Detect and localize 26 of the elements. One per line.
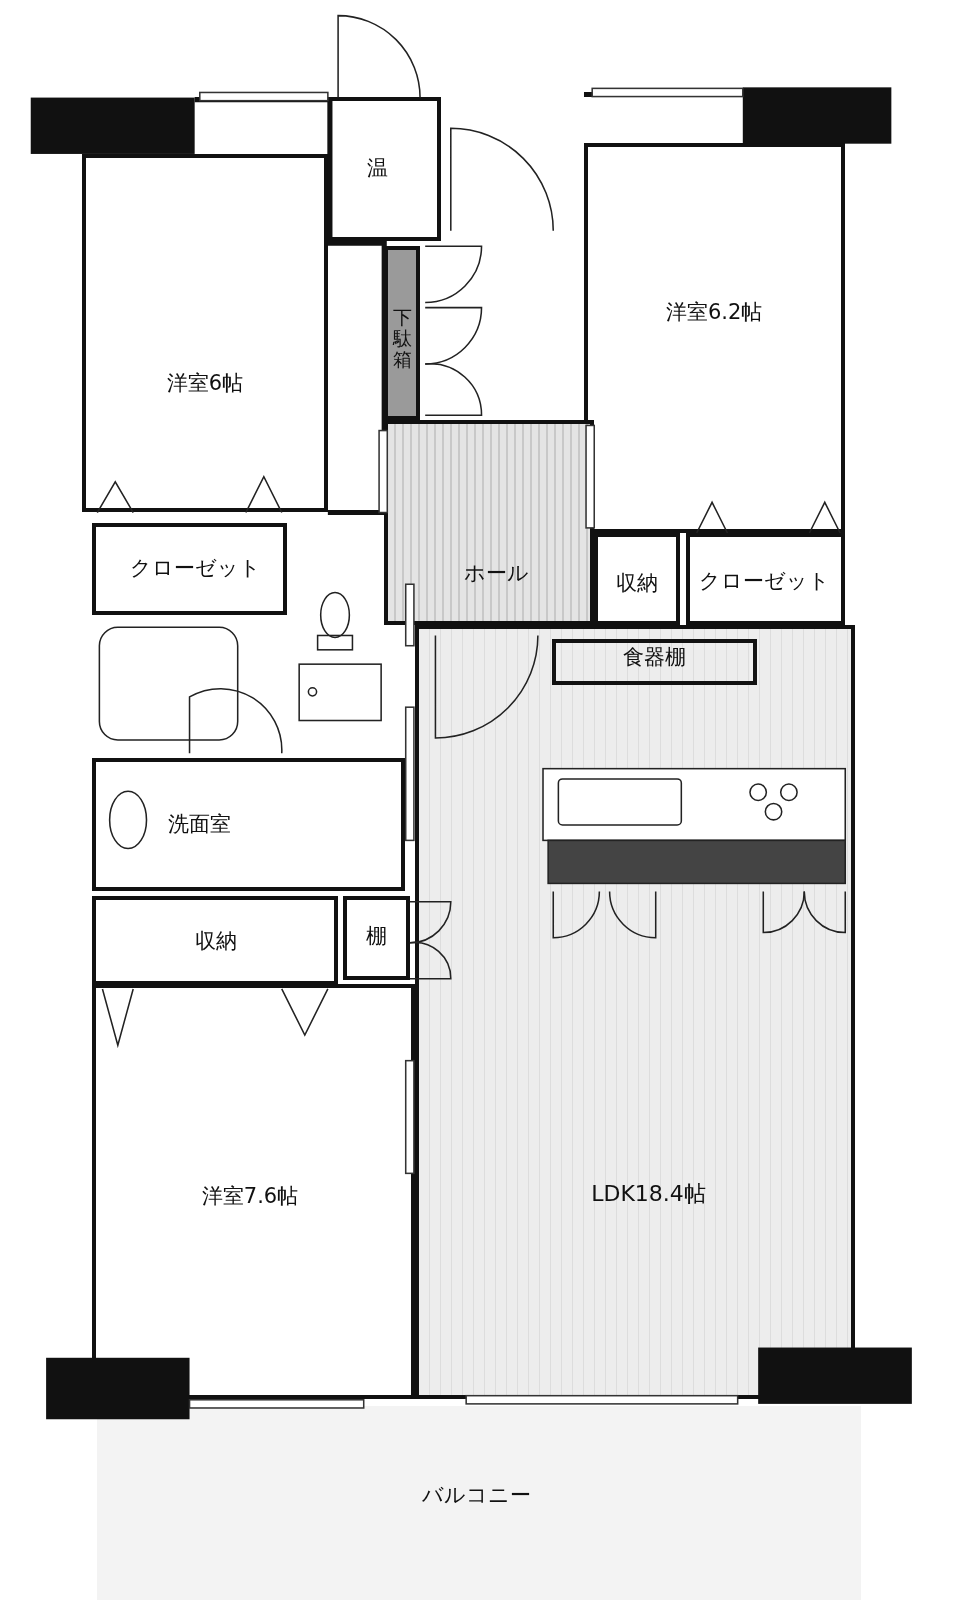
room-label: 収納	[616, 571, 659, 597]
room-label: 棚	[365, 924, 387, 951]
room-label: 温	[366, 156, 388, 182]
room-label: バルコニー	[421, 1483, 531, 1509]
room-area	[92, 983, 415, 1399]
room-area	[92, 896, 339, 985]
room-label: 洗面室	[168, 812, 232, 838]
room-label: ホール	[464, 561, 530, 587]
room-area	[92, 522, 287, 615]
room-label: クローゼット	[698, 569, 830, 595]
room-area	[343, 896, 410, 981]
room-area	[552, 639, 758, 686]
room-area	[384, 420, 595, 625]
room-area	[92, 758, 405, 892]
room-label: 洋室7.6帖	[201, 1184, 299, 1210]
room-label: 下駄箱	[393, 306, 413, 370]
room-label: 食器棚	[623, 645, 687, 671]
room-label: LDK18.4帖	[591, 1180, 706, 1207]
room-label: 洋室6帖	[166, 371, 244, 397]
room-area	[81, 153, 328, 513]
room-area	[686, 532, 846, 625]
room-label: 洋室6.2帖	[665, 300, 763, 327]
balcony-area	[97, 1405, 861, 1601]
room-label: クローゼット	[130, 556, 262, 582]
room-label: 収納	[195, 928, 238, 955]
room-area	[594, 532, 681, 625]
